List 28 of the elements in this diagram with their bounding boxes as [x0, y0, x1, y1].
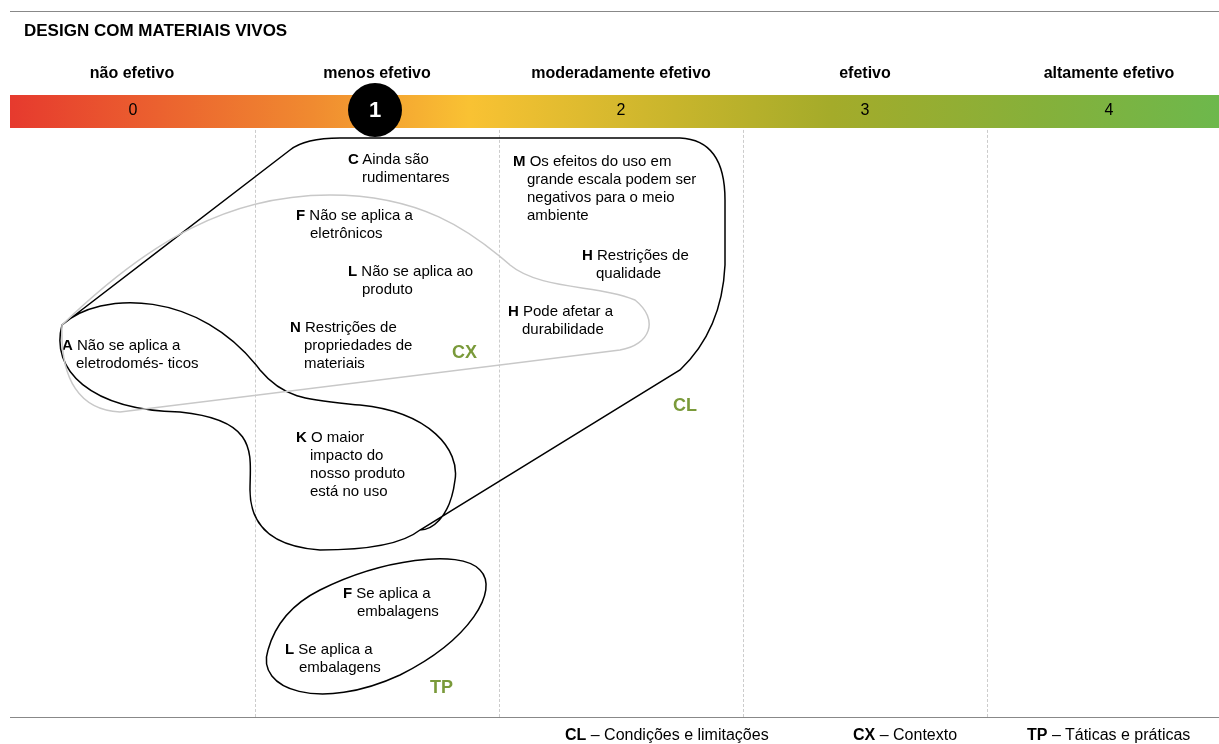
column-heading: não efetivo — [88, 64, 176, 82]
column-heading: altamente efetivo — [1042, 64, 1176, 82]
region-label: CX — [452, 342, 477, 363]
item-text: A Não se aplica a eletrodomés- ticos — [62, 336, 200, 372]
item-text: N Restrições de propriedades de materiais — [290, 318, 414, 372]
item-text: F Se aplica a embalagens — [343, 584, 440, 620]
item-text: M Os efeitos do uso em grande escala podem ser negativos para o meio ambiente — [513, 152, 698, 224]
scale-number: 4 — [1103, 101, 1115, 119]
item-text: C Ainda são rudimentares — [348, 150, 451, 186]
column-heading: menos efetivo — [322, 64, 432, 82]
legend-text: TP – Táticas e práticas — [1027, 726, 1191, 744]
scale-number: 2 — [615, 101, 627, 119]
scale-number: 0 — [127, 101, 139, 119]
item-text: H Restrições de qualidade — [582, 246, 690, 282]
item-text: F Não se aplica a eletrônicos — [296, 206, 414, 242]
legend-text: CL – Condições e limitações — [565, 726, 769, 744]
item-text: L Se aplica a embalagens — [285, 640, 382, 676]
score-marker: 1 — [348, 83, 402, 137]
region-label: CL — [673, 395, 697, 416]
column-heading: moderadamente efetivo — [530, 64, 712, 82]
item-text: L Não se aplica ao produto — [348, 262, 475, 298]
column-heading: efetivo — [838, 64, 892, 82]
title: DESIGN COM MATERIAIS VIVOS — [24, 21, 288, 41]
legend-text: CX – Contexto — [853, 726, 958, 744]
scale-number: 3 — [859, 101, 871, 119]
region-label: TP — [430, 677, 453, 698]
item-text: H Pode afetar a durabilidade — [508, 302, 615, 338]
item-text: K O maior impacto do nosso produto está no uso — [296, 428, 407, 500]
